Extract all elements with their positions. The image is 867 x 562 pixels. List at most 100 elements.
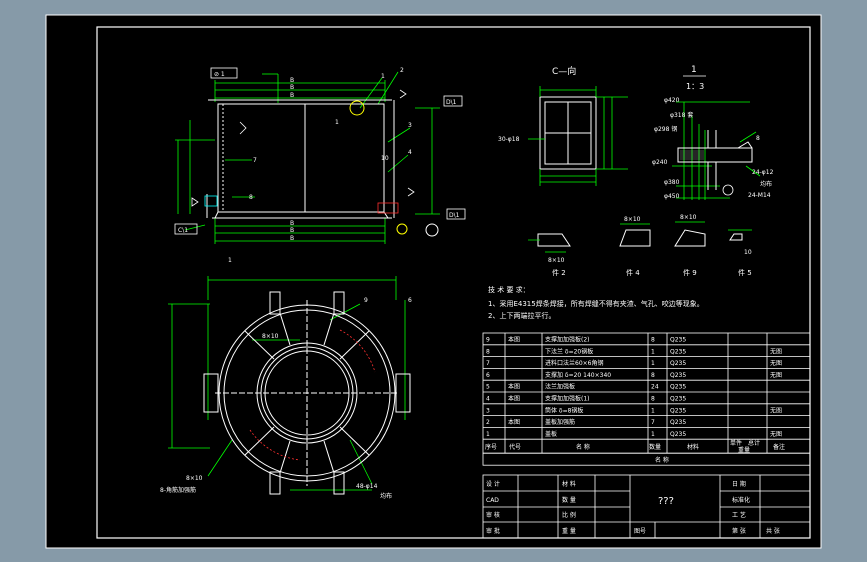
front-dim-b6: B [290, 235, 294, 242]
front-label-1: 1 [381, 73, 385, 80]
technical-requirements: 技 术 要 求： 1、采用E4315焊条焊接，所有焊缝不得有夹渣、气孔、咬边等现… [488, 285, 704, 320]
bom-header-qty: 数量 [649, 443, 661, 451]
front-ref-left-top: ⊘ 1 [214, 71, 225, 78]
bom-cell-code: 本图 [508, 383, 520, 391]
tb-total-pages: 共 张 [766, 527, 780, 535]
tb-process: 工 艺 [732, 511, 746, 519]
bom-cell-mat: Q235 [670, 407, 686, 414]
bom-cell-mat: Q235 [670, 348, 686, 355]
bom-cell-no: 2 [486, 419, 490, 426]
tb-date: 日 期 [732, 480, 746, 488]
detail1-hole-b: 24-M14 [748, 192, 771, 199]
bom-header-note: 备注 [773, 443, 785, 451]
detail1-d318: φ318 套 [670, 111, 693, 119]
bom-cell-mat: Q235 [670, 431, 686, 438]
tb-review: 审 核 [486, 511, 500, 519]
bom-header-weight: 重量 [738, 446, 750, 454]
tech-req-line1: 1、采用E4315焊条焊接，所有焊缝不得有夹渣、气孔、咬边等现象。 [488, 299, 704, 308]
bom-cell-qty: 8 [651, 372, 655, 379]
part4-caption: 件 4 [626, 268, 640, 277]
tb-qty: 数 量 [562, 496, 576, 504]
detail1-d380: φ380 [664, 179, 680, 186]
detail-1: 1 1：3 φ420 φ318 套 φ298 钢 φ240 [652, 65, 774, 200]
front-label-3: 3 [408, 122, 412, 129]
bom-header-mat: 材料 [687, 443, 699, 451]
plan-view: 9 6 8×10 8×10 8-角筋加强筋 48-φ14 均布 [160, 276, 412, 500]
tb-approve: 审 批 [486, 527, 500, 535]
part9-caption: 件 9 [683, 268, 697, 277]
bom-cell-qty: 1 [651, 431, 655, 438]
bom-cell-name: 进料口法兰60×6角钢 [545, 359, 603, 367]
front-section-ref: 1 [228, 257, 232, 264]
tb-material: 材 料 [562, 480, 576, 488]
part9-dim: 8×10 [680, 214, 697, 221]
front-label-8: 8 [249, 194, 253, 201]
part4-dim: 8×10 [624, 216, 641, 223]
bom-cell-qty: 1 [651, 407, 655, 414]
front-ref-left-bot: C\1 [178, 227, 188, 234]
bom-cell-note: 无图 [770, 431, 782, 438]
tb-weight: 重 量 [562, 527, 576, 535]
bom-header-name: 名 称 [576, 443, 590, 451]
front-dim-b3: B [290, 92, 294, 99]
bom-cell-note: 无图 [770, 348, 782, 355]
c-view-hole-label: 30-φ18 [498, 136, 520, 143]
tb-drawing-no: 图号 [634, 528, 646, 535]
front-label-10: 10 [381, 155, 389, 162]
detail1-n8: 8 [756, 135, 760, 142]
bom-cell-no: 6 [486, 372, 490, 379]
detail1-d420: φ420 [664, 97, 680, 104]
bom-cell-code: 本图 [508, 395, 520, 403]
front-label-4: 4 [408, 149, 412, 156]
front-ref-d-bot: D\1 [449, 212, 460, 219]
bom-cell-mat: Q235 [670, 360, 686, 367]
front-view: B B B 1 2 3 4 7 8 10 1 B B B D\1 D\1 ⊘ 1… [174, 67, 466, 264]
part2-caption: 件 2 [552, 268, 566, 277]
bom-cell-no: 4 [486, 396, 490, 403]
bom-header-unit: 单件 [730, 439, 742, 447]
bom-cell-qty: 1 [651, 348, 655, 355]
part5-caption: 件 5 [738, 268, 752, 277]
front-dim-b2: B [290, 84, 294, 91]
tech-req-line2: 2、上下两端拉平行。 [488, 311, 555, 320]
plan-holes-eq: 均布 [380, 492, 392, 500]
c-view: C—向 30-φ18 [498, 65, 628, 186]
part2-dim: 8×10 [548, 257, 565, 264]
plan-rib-label: 8-角筋加强筋 [160, 486, 196, 494]
bom-cell-note: 无图 [770, 360, 782, 367]
detail1-scale: 1：3 [686, 82, 704, 91]
bom-cell-no: 3 [486, 407, 490, 414]
bom-cell-qty: 24 [651, 384, 659, 391]
bom-cell-name: 盖板加强筋 [545, 418, 575, 426]
front-dim-b1: B [290, 77, 294, 84]
front-dim-b5: B [290, 227, 294, 234]
drawing-sheet [45, 14, 822, 549]
bom-cell-mat: Q235 [670, 419, 686, 426]
plan-label-6: 6 [408, 297, 412, 304]
bom-cell-name: 盖板 [545, 430, 557, 438]
detail1-d450: φ450 [664, 193, 680, 200]
front-label-2: 2 [400, 67, 404, 74]
bom-cell-note: 无图 [770, 407, 782, 414]
plan-rib-dim: 8×10 [186, 475, 203, 482]
bom-cell-no: 7 [486, 360, 490, 367]
bom-cell-no: 1 [486, 431, 490, 438]
bom-cell-note: 无图 [770, 372, 782, 379]
bom-cell-mat: Q235 [670, 396, 686, 403]
bom-cell-code: 本图 [508, 418, 520, 426]
tb-design: 设 计 [486, 480, 500, 488]
bom-cell-name: 下法兰 δ=20钢板 [545, 347, 593, 355]
tb-page: 第 张 [732, 527, 746, 535]
bom-cell-no: 8 [486, 348, 490, 355]
tb-cad: CAD [486, 497, 499, 504]
tech-req-title: 技 术 要 求： [488, 285, 530, 294]
bom-cell-qty: 8 [651, 396, 655, 403]
bom-cell-qty: 1 [651, 360, 655, 367]
front-ref-d-top: D\1 [446, 99, 457, 106]
part5-dim: 10 [744, 249, 752, 256]
bom-cell-name: 支撑加加强板(1) [545, 395, 590, 403]
bom-cell-mat: Q235 [670, 372, 686, 379]
bom-cell-mat: Q235 [670, 384, 686, 391]
